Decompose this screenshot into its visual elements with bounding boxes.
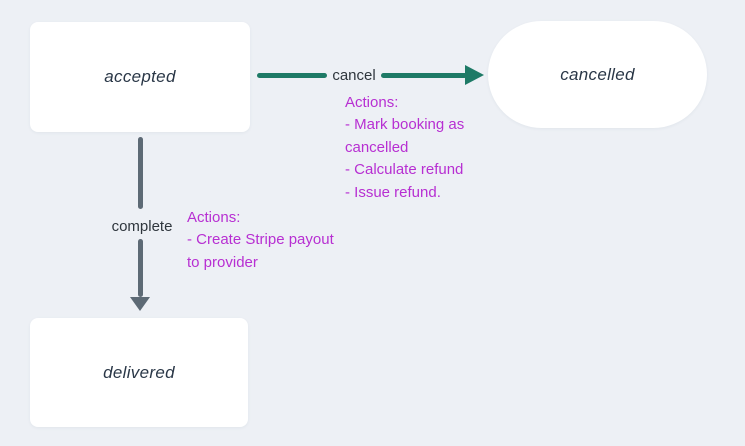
state-node-accepted: accepted bbox=[30, 22, 250, 132]
complete-actions-line: to provider bbox=[187, 253, 258, 271]
complete-actions-note: Actions: - Create Stripe payout to provi… bbox=[187, 207, 334, 274]
cancel-actions-line: cancelled bbox=[345, 138, 409, 156]
arrow-right-icon bbox=[465, 65, 484, 85]
cancel-actions-title: Actions: bbox=[345, 94, 399, 111]
complete-edge-line-top bbox=[138, 137, 143, 209]
state-node-delivered: delivered bbox=[30, 318, 248, 427]
arrow-down-icon bbox=[130, 297, 150, 311]
state-label-accepted: accepted bbox=[104, 67, 176, 86]
state-node-cancelled: cancelled bbox=[488, 21, 707, 128]
state-label-delivered: delivered bbox=[103, 362, 175, 382]
cancel-edge-line-right bbox=[381, 73, 467, 78]
cancel-actions-line: - Calculate refund bbox=[345, 161, 464, 179]
cancel-actions-line: - Issue refund. bbox=[345, 183, 441, 201]
cancel-actions-line: - Mark booking as bbox=[345, 116, 465, 134]
cancel-edge-label: cancel bbox=[332, 67, 376, 84]
cancel-actions-note: Actions: - Mark booking as cancelled - C… bbox=[345, 92, 464, 204]
complete-actions-line: - Create Stripe payout bbox=[187, 231, 334, 249]
complete-edge-line-bottom bbox=[138, 239, 143, 297]
complete-actions-title: Actions: bbox=[187, 209, 241, 226]
state-label-cancelled: cancelled bbox=[560, 64, 635, 84]
cancel-edge-line-left bbox=[257, 73, 327, 78]
complete-edge-label: complete bbox=[111, 218, 173, 235]
